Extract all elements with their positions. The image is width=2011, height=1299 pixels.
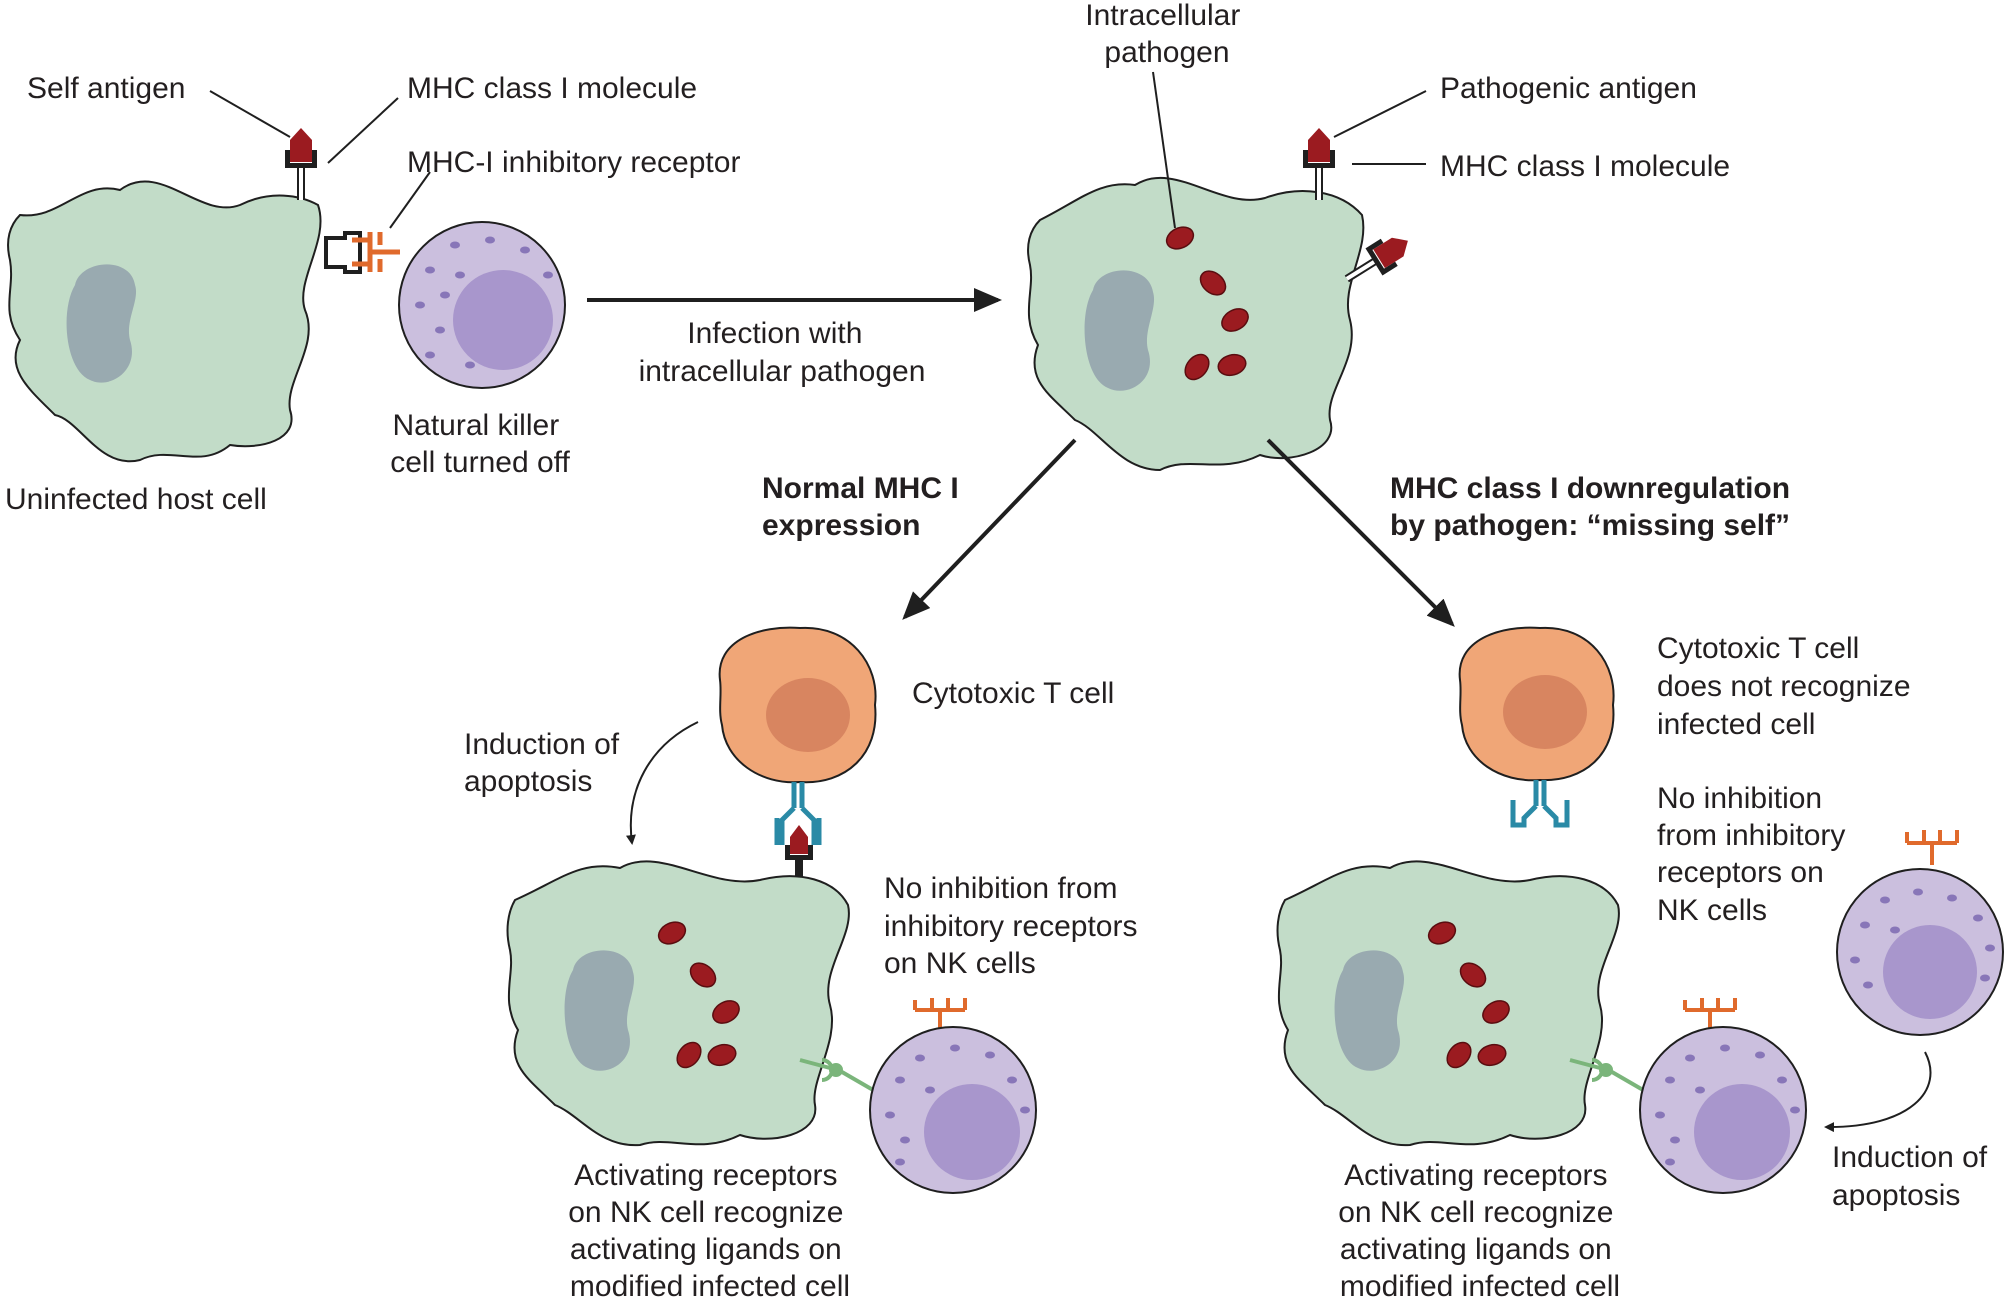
mhc-class-i-molecule-self <box>285 128 317 200</box>
branch-right-title: MHC class I downregulation by pathogen: … <box>1390 472 1798 542</box>
branch-right-arrow <box>1266 438 1455 627</box>
t-cell-receptor-left <box>774 782 822 845</box>
mhc-molecule-right-label: MHC class I molecule <box>1440 150 1730 183</box>
intracellular-pathogen-leader <box>1152 71 1176 229</box>
intracellular-pathogen-label: Intracellular pathogen <box>1085 0 1248 69</box>
induction-right-label: Induction of apoptosis <box>1832 1141 1995 1212</box>
infected-host-cell <box>1027 176 1365 472</box>
infected-cell-right <box>1276 860 1620 1147</box>
inhibitory-receptor-nk-left <box>913 998 967 1032</box>
inhibitory-receptor-nk-right-upper <box>1905 830 1959 865</box>
nk-cell-right-lower <box>1639 1026 1807 1194</box>
mhc-class-i-molecule-pathogenic <box>1303 128 1335 200</box>
cytotoxic-t-cell-right <box>1458 626 1615 782</box>
nk-cell-off-label: Natural killer cell turned off <box>390 409 570 479</box>
mhc-i-inhibitory-receptor <box>352 232 400 272</box>
activating-right-label: Activating receptors on NK cell recogniz… <box>1338 1159 1622 1299</box>
activating-receptor-left <box>799 1058 882 1096</box>
infected-cell-left <box>506 860 850 1147</box>
mhc-molecule-leader <box>327 97 399 164</box>
self-antigen-label: Self antigen <box>27 72 185 105</box>
branch-left-arrow <box>902 438 1077 620</box>
nk-cell-right-upper <box>1836 868 2004 1036</box>
induction-left-label: Induction of apoptosis <box>464 728 627 798</box>
uninfected-host-cell <box>7 180 322 463</box>
induction-arrow-right <box>1824 1051 1932 1133</box>
cytotoxic-t-cell-left <box>718 626 877 784</box>
infection-arrow-label: Infection with intracellular pathogen <box>639 317 926 388</box>
nk-cell-off <box>398 221 566 389</box>
pathogenic-antigen-label: Pathogenic antigen <box>1440 72 1697 105</box>
no-inhibition-right-label: No inhibition from inhibitory receptors … <box>1657 782 1854 927</box>
cytotoxic-t-cell-right-label: Cytotoxic T cell does not recognize infe… <box>1657 632 1919 741</box>
self-antigen-leader <box>209 90 291 138</box>
mhc-class-i-molecule-left <box>785 825 813 880</box>
mhc-class-i-molecule-pathogenic-2 <box>1344 237 1408 283</box>
pathogenic-antigen-leader <box>1333 90 1427 138</box>
uninfected-host-cell-label: Uninfected host cell <box>5 483 267 516</box>
branch-left-title: Normal MHC I expression <box>762 472 967 542</box>
induction-arrow-left <box>625 721 699 845</box>
nk-cell-left <box>869 1026 1037 1194</box>
inhibitory-receptor-label: MHC-I inhibitory receptor <box>407 146 740 179</box>
cytotoxic-t-cell-left-label: Cytotoxic T cell <box>912 677 1114 710</box>
no-inhibition-left-label: No inhibition from inhibitory receptors … <box>884 872 1146 980</box>
inhibitory-receptor-nk-right-lower <box>1683 998 1737 1032</box>
activating-left-label: Activating receptors on NK cell recogniz… <box>568 1159 852 1299</box>
t-cell-receptor-right <box>1510 780 1570 828</box>
mhc-molecule-label: MHC class I molecule <box>407 72 697 105</box>
mhc-class-i-molecule-self-bound <box>324 231 362 274</box>
inhibitory-receptor-leader <box>389 171 431 229</box>
